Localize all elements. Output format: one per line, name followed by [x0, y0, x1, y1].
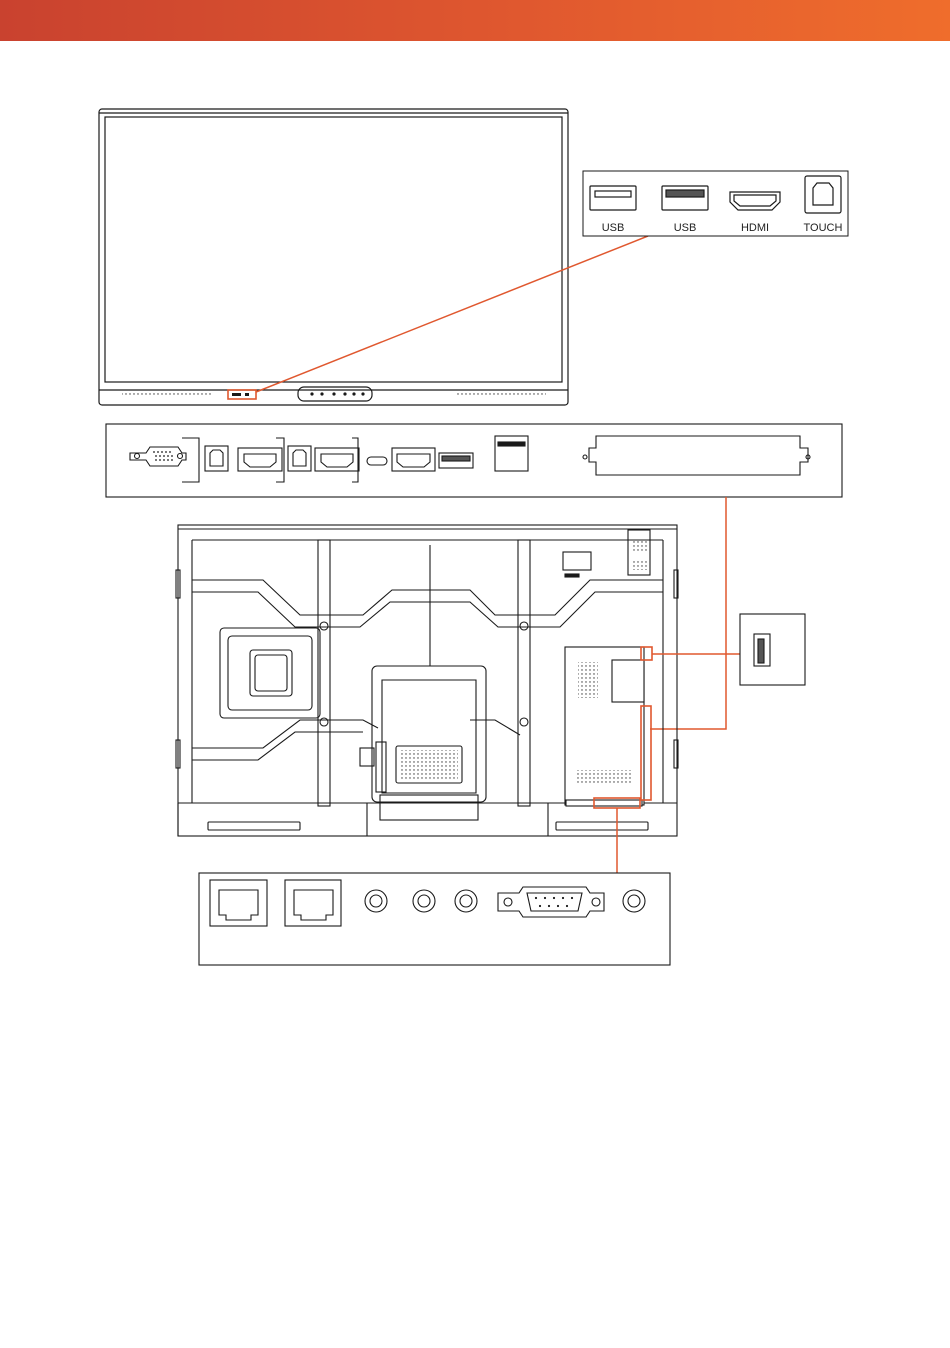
- rear-io-module: [565, 647, 644, 806]
- rear-speaker-grille: [400, 750, 458, 779]
- front-port-label-usb-1: USB: [602, 222, 625, 234]
- rear-usb-panel: [740, 614, 805, 685]
- front-callout-line: [256, 236, 648, 392]
- left-speaker-grille: [122, 391, 212, 396]
- display-rear-view: [176, 525, 678, 836]
- front-port-label-usb-2: USB: [674, 222, 697, 234]
- front-port-label-hdmi: HDMI: [741, 222, 769, 234]
- front-port-label-touch: TOUCH: [804, 222, 843, 234]
- right-speaker-grille: [456, 391, 546, 396]
- side-panel-callout-line: [650, 497, 726, 729]
- front-ports-panel: USB USB HDMI TOUCH: [583, 171, 848, 236]
- side-ports-panel: [106, 424, 842, 497]
- bottom-ports-panel: [199, 873, 670, 965]
- front-buttons: [310, 392, 364, 395]
